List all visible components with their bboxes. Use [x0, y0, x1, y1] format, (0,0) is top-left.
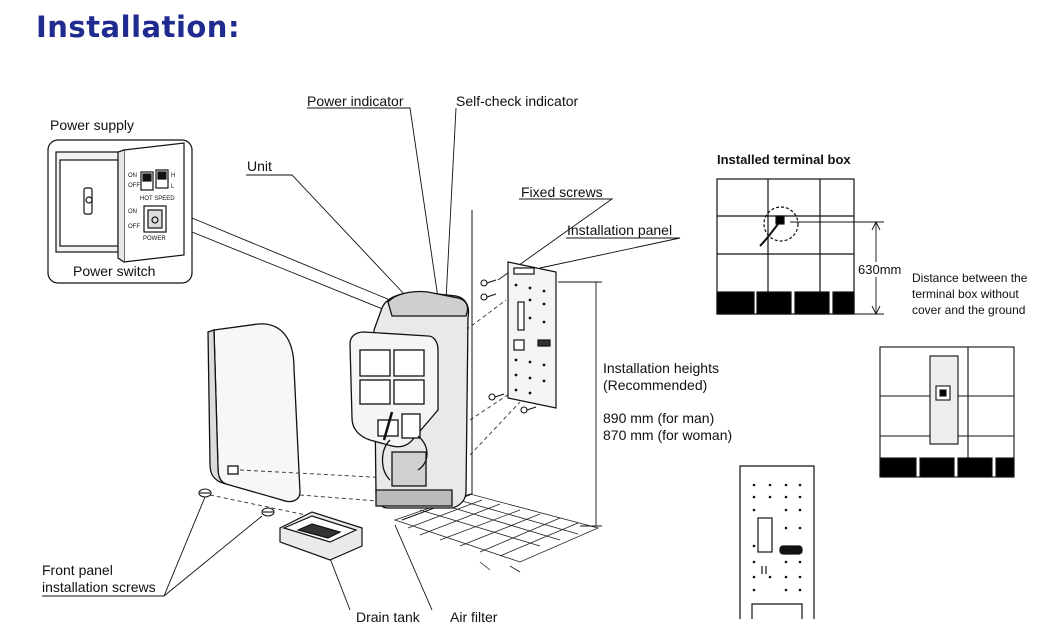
height-for-woman: 870 mm (for woman) [603, 427, 733, 443]
unit-label: Unit [247, 158, 272, 174]
installation-panel [507, 261, 557, 409]
front-panel-screws-label: Front panel installation screws [42, 562, 156, 596]
switch-hot-speed-text: HOT SPEED [140, 196, 175, 202]
fixed-screws [480, 279, 537, 414]
power-off-text: OFF [128, 224, 140, 230]
drain-tank-label: Drain tank [356, 609, 420, 625]
installation-heights-block: Installation heights (Recommended) 890 m… [603, 360, 732, 444]
switch-h-text: H [171, 173, 175, 179]
terminal-distance-note: Distance between the terminal box withou… [912, 270, 1027, 318]
power-indicator-label: Power indicator [307, 93, 404, 109]
height-for-man: 890 mm (for man) [603, 410, 715, 426]
power-on-text: ON [128, 209, 137, 215]
terminal-note-line2: terminal box without [912, 287, 1019, 301]
installation-panel-label: Installation panel [567, 222, 673, 238]
hand-dryer-unit [349, 290, 470, 509]
front-panel [207, 323, 301, 503]
switch-l-text: L [171, 184, 175, 190]
power-supply-label: Power supply [50, 117, 135, 133]
leader-lines [42, 107, 681, 611]
installation-heights-subtitle: (Recommended) [603, 377, 708, 393]
switch-off-text: OFF [128, 183, 140, 189]
fixed-screws-label: Fixed screws [521, 184, 603, 200]
installed-plate-view [879, 346, 1015, 478]
terminal-distance-value: 630mm [858, 262, 902, 277]
mounting-plate-template [739, 465, 815, 619]
installation-heights-title: Installation heights [603, 360, 719, 376]
switch-on-text: ON [128, 173, 137, 179]
self-check-indicator-label: Self-check indicator [456, 93, 579, 109]
front-panel-screws-line2: installation screws [42, 579, 156, 595]
power-supply-callout [47, 139, 193, 284]
page-title: Installation: [36, 10, 241, 44]
terminal-note-line3: cover and the ground [912, 303, 1026, 317]
switch-panel-markings: ON OFF H L HOT SPEED ON OFF POWER [128, 173, 175, 242]
mounting-plate-holes [752, 483, 802, 592]
front-panel-screws-line1: Front panel [42, 562, 113, 578]
terminal-box-wall [716, 178, 855, 315]
drain-tank [279, 511, 363, 561]
terminal-note-line1: Distance between the [912, 271, 1028, 285]
installation-panel-holes [514, 283, 546, 395]
power-switch-label: Power switch [73, 263, 156, 279]
front-panel-screws [198, 488, 275, 517]
height-dimension [558, 281, 602, 527]
air-filter-label: Air filter [450, 609, 498, 625]
alignment-lines [209, 299, 521, 521]
switch-power-text: POWER [143, 236, 166, 242]
terminal-box-title: Installed terminal box [717, 152, 851, 167]
